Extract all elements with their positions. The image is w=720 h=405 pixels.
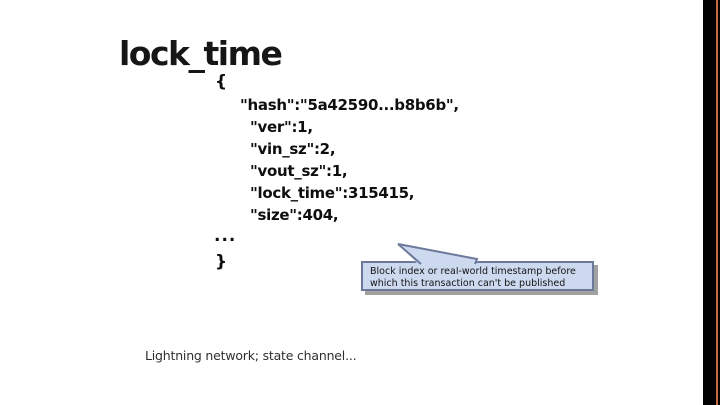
code-ellipsis: ... [214,226,237,246]
code-line-hash: "hash":"5a42590...b8b6b", [240,96,459,114]
code-line-size: "size":404, [250,206,339,224]
json-code-block: "hash":"5a42590...b8b6b", "ver":1, "vin_… [240,96,459,228]
slide-edge-accent-line [716,0,718,405]
page-title: lock_time [119,34,283,73]
callout-text-line-2: which this transaction can't be publishe… [370,278,566,289]
code-line-lock-time: "lock_time":315415, [250,184,415,202]
footnote-text: Lightning network; state channel... [145,348,357,363]
code-line-vin-sz: "vin_sz":2, [250,140,336,158]
callout-text-line-1: Block index or real-world timestamp befo… [370,266,576,277]
callout-tail-pointer [397,243,479,267]
slide-edge-bar [703,0,720,405]
code-line-ver: "ver":1, [250,118,313,136]
code-open-brace: { [215,72,228,92]
code-close-brace: } [215,252,228,272]
callout-tooltip: Block index or real-world timestamp befo… [361,261,594,291]
code-line-vout-sz: "vout_sz":1, [250,162,348,180]
